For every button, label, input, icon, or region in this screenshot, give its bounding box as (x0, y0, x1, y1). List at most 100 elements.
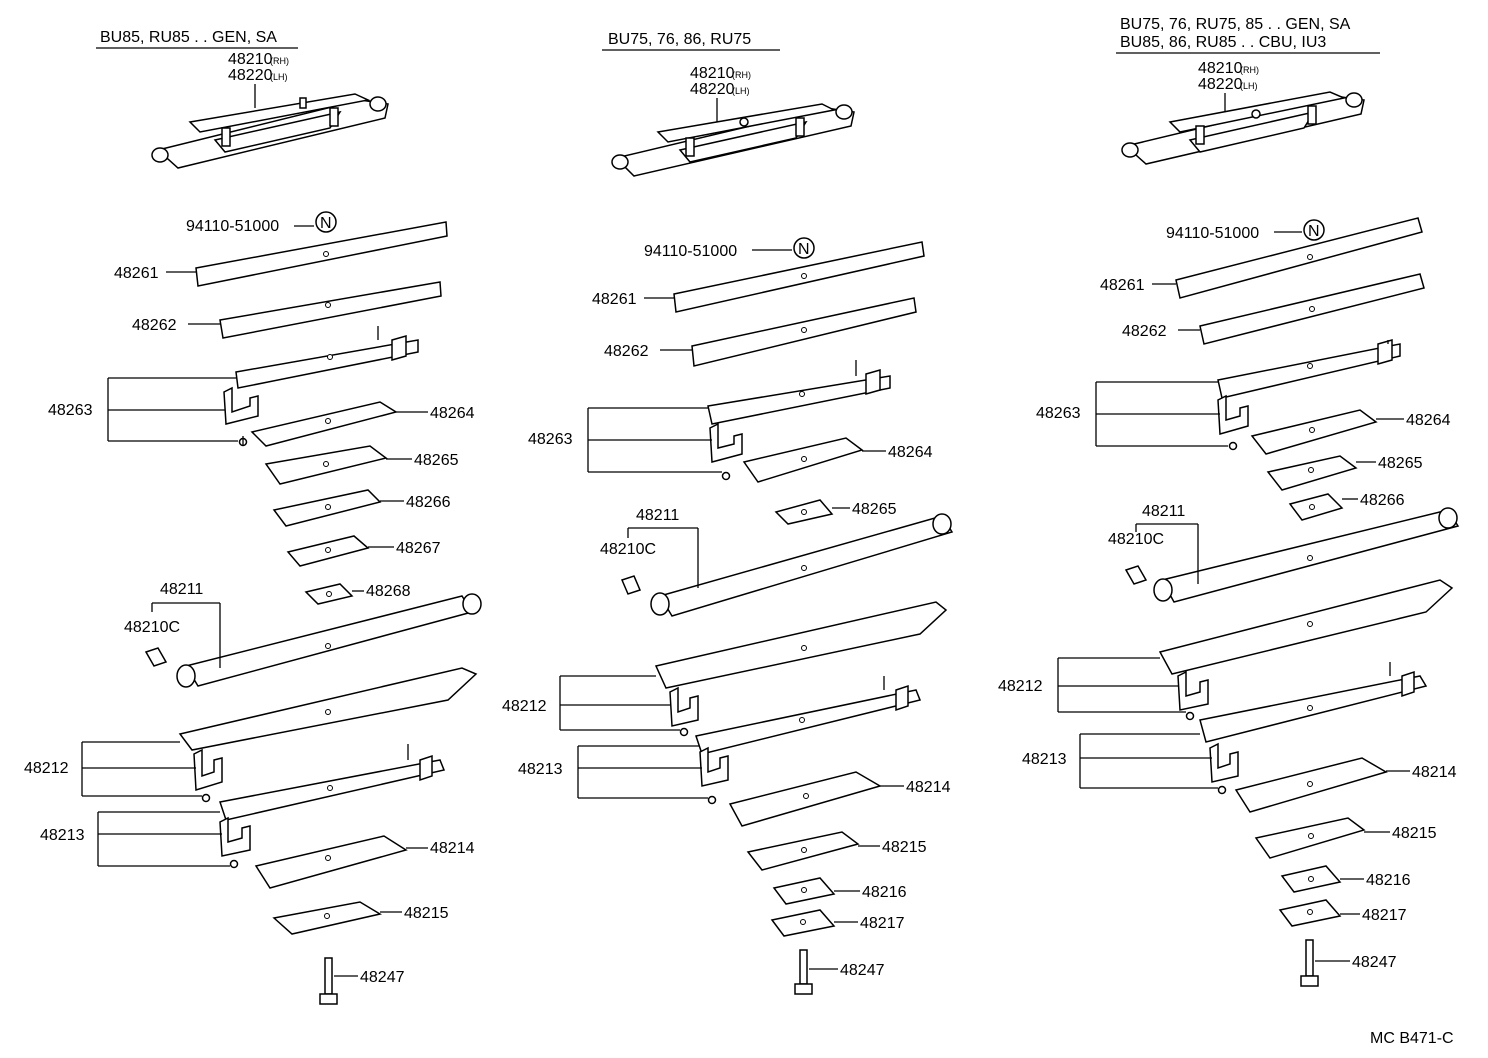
column-2-part-48211: 48211 (636, 507, 679, 524)
column-3-clip-48263 (1217, 394, 1249, 435)
column-3-assembly-rh: 48210 (1198, 60, 1243, 77)
column-2-part-48247: 48247 (840, 962, 885, 979)
column-3-part-94110-51000: 94110-51000 (1166, 225, 1259, 242)
column-3-clip-48212 (1177, 670, 1209, 711)
column-3-leaf-48265 (1266, 455, 1358, 491)
svg-text:(LH): (LH) (270, 72, 288, 82)
column-1-leaf-48262 (219, 281, 442, 339)
column-2-part-48265: 48265 (852, 501, 897, 518)
column-3-leaf-48263 (1217, 343, 1401, 399)
column-1-leaf-48214 (254, 835, 408, 889)
column-3-leaf-48261 (1175, 217, 1423, 299)
column-2-header: BU75, 76, 86, RU75 (608, 31, 751, 48)
column-1-leaf-48264 (250, 401, 398, 447)
column-1-spring-assembly-drawing (151, 93, 389, 169)
column-1-part-48261: 48261 (114, 265, 159, 282)
column-2: BU75, 76, 86, RU75 48210 (RH) 48220 (LH)… (502, 31, 954, 995)
column-2-assembly-rh: 48210 (690, 65, 735, 82)
column-1-main-leaf-48211 (184, 595, 474, 687)
column-1-part-48268: 48268 (366, 583, 411, 600)
svg-text:(RH): (RH) (1240, 65, 1259, 75)
column-2-leaf-48263 (707, 375, 891, 425)
column-1-part-48265: 48265 (414, 452, 459, 469)
column-1-part-48215: 48215 (404, 905, 449, 922)
column-1-part-48212: 48212 (24, 760, 69, 777)
column-3-header-line-2: BU85, 86, RU85 . . CBU, IU3 (1120, 34, 1326, 51)
column-2-clip-48213 (699, 746, 729, 787)
column-1-part-48262: 48262 (132, 317, 177, 334)
column-3-leaf-2 (1158, 579, 1454, 675)
svg-text:(RH): (RH) (732, 70, 751, 80)
column-2-part-48213: 48213 (518, 761, 563, 778)
column-3-part-48214: 48214 (1412, 764, 1457, 781)
svg-text:(LH): (LH) (1240, 81, 1258, 91)
column-2-part-48263: 48263 (528, 431, 573, 448)
column-1: BU85, RU85 . . GEN, SA 48210 (RH) 48220 … (24, 29, 482, 1005)
column-1-part-48267: 48267 (396, 540, 441, 557)
column-1-part-48247: 48247 (360, 969, 405, 986)
column-1-part-48266: 48266 (406, 494, 451, 511)
column-1-header: BU85, RU85 . . GEN, SA (100, 29, 277, 46)
column-1-leaf-48261 (195, 221, 448, 287)
column-3-header-line-1: BU75, 76, RU75, 85 . . GEN, SA (1120, 16, 1351, 33)
column-1-center-bolt-48247 (319, 957, 338, 1005)
column-3-part-48216: 48216 (1366, 872, 1411, 889)
column-3-part-48266: 48266 (1360, 492, 1405, 509)
column-3-bushing-48210C (1124, 565, 1148, 585)
column-3-new-part-mark: N (1308, 223, 1320, 240)
column-3-part-48263: 48263 (1036, 405, 1081, 422)
column-2-part-48262: 48262 (604, 343, 649, 360)
column-1-bushing-48210C (144, 647, 168, 667)
column-2-part-48216: 48216 (862, 884, 907, 901)
column-3-part-48264: 48264 (1406, 412, 1451, 429)
column-2-assembly-lh: 48220 (690, 81, 735, 98)
column-2-leaf-3 (695, 689, 922, 755)
column-2-part-48264: 48264 (888, 444, 933, 461)
column-3-part-48247: 48247 (1352, 954, 1397, 971)
column-3-clip-48213 (1209, 742, 1239, 783)
svg-text:(RH): (RH) (270, 56, 289, 66)
column-3: BU75, 76, RU75, 85 . . GEN, SA BU85, 86,… (998, 16, 1460, 987)
column-3-part-48212: 48212 (998, 678, 1043, 695)
column-2-leaf-48261 (673, 241, 925, 313)
column-2-part-48210C: 48210C (600, 541, 656, 558)
column-2-part-48212: 48212 (502, 698, 547, 715)
column-1-part-48211: 48211 (160, 581, 203, 598)
column-1-assembly-lh: 48220 (228, 67, 273, 84)
column-2-part-48214: 48214 (906, 779, 951, 796)
column-3-part-48262: 48262 (1122, 323, 1167, 340)
column-3-part-48265: 48265 (1378, 455, 1423, 472)
column-2-clip-48263 (709, 422, 743, 463)
column-2-new-part-mark: N (798, 241, 810, 258)
column-1-clip-48263 (223, 386, 259, 425)
column-1-part-48210C: 48210C (124, 619, 180, 636)
column-1-part-94110-51000: 94110-51000 (186, 218, 279, 235)
column-3-leaf-3 (1199, 675, 1428, 743)
column-1-assembly-rh: 48210 (228, 51, 273, 68)
column-1-part-48213: 48213 (40, 827, 85, 844)
column-1-part-48264: 48264 (430, 405, 475, 422)
column-1-clip-48213 (219, 816, 251, 857)
column-1-leaf-48263 (235, 339, 419, 389)
column-3-spring-assembly-drawing (1121, 91, 1365, 165)
column-3-part-48261: 48261 (1100, 277, 1145, 294)
column-2-part-94110-51000: 94110-51000 (644, 243, 737, 260)
column-1-new-part-mark: N (320, 215, 332, 232)
column-2-part-48217: 48217 (860, 915, 905, 932)
column-2-part-48215: 48215 (882, 839, 927, 856)
column-1-part-48263: 48263 (48, 402, 93, 419)
column-2-bushing-48210C (620, 575, 642, 595)
column-3-part-48211: 48211 (1142, 503, 1185, 520)
column-3-assembly-lh: 48220 (1198, 76, 1243, 93)
column-3-part-48210C: 48210C (1108, 531, 1164, 548)
column-2-leaf-2 (654, 601, 948, 689)
column-3-part-48215: 48215 (1392, 825, 1437, 842)
column-1-part-48214: 48214 (430, 840, 475, 857)
diagram-code: MC B471-C (1370, 1030, 1454, 1047)
column-1-clip-48212 (193, 748, 223, 791)
column-3-center-bolt-48247 (1300, 939, 1319, 987)
column-2-center-bolt-48247 (794, 949, 813, 995)
svg-text:(LH): (LH) (732, 86, 750, 96)
column-3-part-48213: 48213 (1022, 751, 1067, 768)
